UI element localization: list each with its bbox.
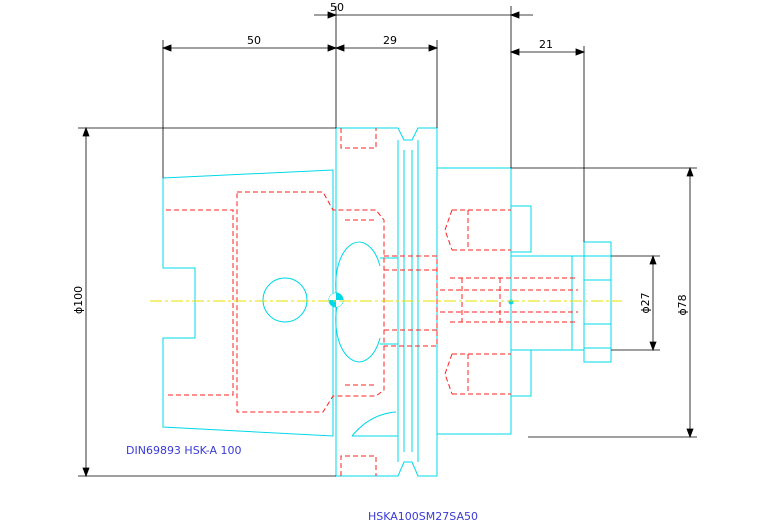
dim-top-overall: 50: [330, 1, 344, 14]
dim-middle-length: 29: [383, 34, 397, 47]
dim-dia-flange: ϕ100: [72, 286, 85, 314]
drive-hole: [262, 277, 308, 323]
nose-cap: [583, 241, 612, 363]
dim-dia-bore: ϕ27: [639, 292, 652, 313]
hidden-lines: [166, 128, 578, 476]
part-number-label: HSKA100SM27SA50: [368, 510, 478, 523]
dim-right-length: 21: [539, 38, 553, 51]
set-screw-top: [510, 205, 532, 253]
standard-label: DIN69893 HSK-A 100: [126, 444, 242, 457]
dim-dia-body: ϕ78: [676, 294, 689, 315]
dimension-lines: [78, 6, 697, 478]
flange: [335, 127, 438, 477]
set-screw-bottom: [510, 349, 532, 397]
nose: [510, 255, 585, 351]
dim-left-length: 50: [247, 34, 261, 47]
taper-shank: [162, 169, 334, 437]
part-outline: [162, 127, 612, 477]
